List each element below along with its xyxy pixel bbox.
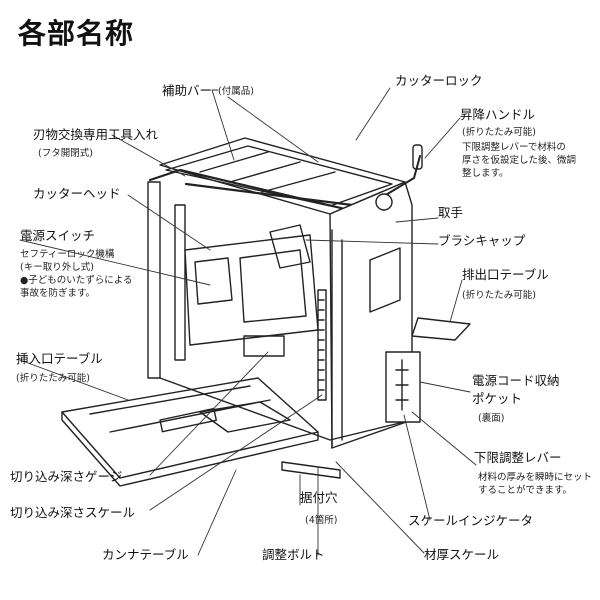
label-hojo-bar-note: (付属品) [218, 86, 254, 97]
label-cutter-lock: カッターロック [395, 73, 483, 88]
label-haishutsu-table-note: (折りたたみ可能) [462, 290, 536, 301]
label-sonyu-table-note: (折りたたみ可能) [16, 373, 90, 384]
label-hojo-bar: 補助バー [162, 83, 213, 98]
label-scale-indicator: スケールインジケータ [408, 513, 534, 528]
label-hamono-tool-note: (フタ開閉式) [38, 148, 93, 159]
label-chosei-bolt: 調整ボルト [262, 547, 325, 562]
label-hamono-tool: 刃物交換専用工具入れ [33, 127, 159, 142]
label-cord-pocket-note: (裏面) [478, 413, 505, 424]
label-sonyu-table: 挿入口テーブル [16, 351, 103, 366]
label-suetsuke-ana-note: (4箇所) [305, 515, 338, 526]
page-title: 各部名称 [18, 17, 135, 50]
label-brush-cap: ブラシキャップ [438, 233, 526, 248]
label-zaiatsu-scale: 材厚スケール [424, 547, 500, 562]
label-shoko-handle-note: (折りたたみ可能) [462, 127, 536, 138]
label-shoko-handle: 昇降ハンドル [460, 107, 536, 122]
label-shoko-handle-desc: 下限調整レバーで材料の 厚さを仮設定した後、微調 整します。 [462, 142, 577, 179]
label-haishutsu-table: 排出口テーブル [462, 267, 549, 282]
label-cutter-head: カッターヘッド [33, 186, 121, 201]
label-kirikomi-gauge: 切り込み深さゲージ [10, 469, 123, 484]
label-suetsuke-ana: 据付穴 [300, 490, 338, 505]
label-kagen-lever-desc: 材料の厚みを瞬時にセット することができます。 [478, 472, 593, 496]
label-totte: 取手 [438, 205, 464, 220]
label-cord-pocket-line2: ポケット [472, 391, 523, 406]
label-kirikomi-scale: 切り込み深さスケール [10, 505, 136, 520]
label-kagen-lever: 下限調整レバー [474, 450, 562, 465]
label-dengen-switch-desc: セフティーロック機構 (キー取り外し式) ●子どものいたずらによる 事故を防ぎま… [20, 249, 133, 299]
label-kanna-table: カンナテーブル [102, 547, 189, 562]
label-cord-pocket-line1: 電源コード収納 [472, 373, 560, 388]
label-dengen-switch: 電源スイッチ [20, 228, 96, 243]
